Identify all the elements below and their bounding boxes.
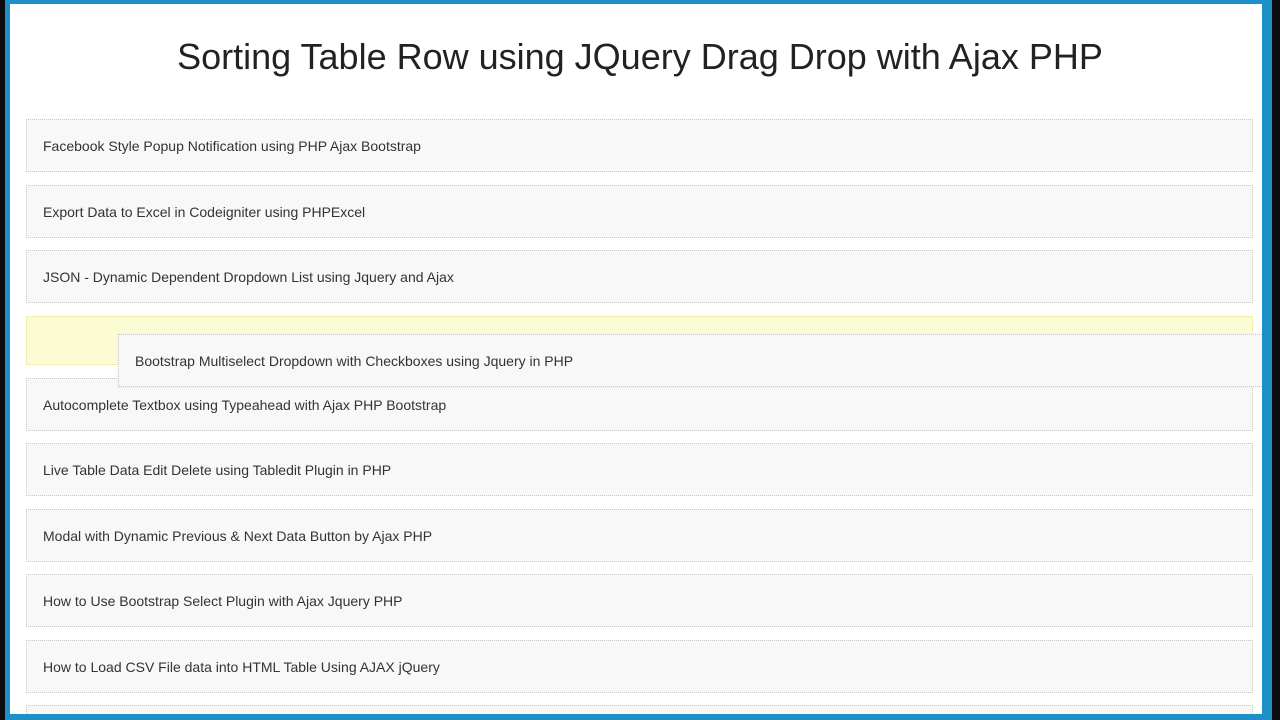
- list-item-label: Live Table Data Edit Delete using Tabled…: [43, 461, 392, 478]
- page-content: Sorting Table Row using JQuery Drag Drop…: [10, 4, 1262, 714]
- page-title: Sorting Table Row using JQuery Drag Drop…: [177, 36, 1103, 77]
- list-item-label: Modal with Dynamic Previous & Next Data …: [43, 527, 433, 544]
- dragging-list-item[interactable]: Bootstrap Multiselect Dropdown with Chec…: [118, 334, 1262, 387]
- list-item[interactable]: JSON - Dynamic Dependent Dropdown List u…: [26, 250, 1253, 303]
- list-item[interactable]: How to Use Bootstrap Select Plugin with …: [26, 574, 1253, 627]
- dragging-item-label: Bootstrap Multiselect Dropdown with Chec…: [135, 352, 574, 369]
- list-item[interactable]: Live Table Data Edit Delete using Tabled…: [26, 443, 1253, 496]
- list-item[interactable]: [26, 705, 1253, 714]
- list-item-label: Facebook Style Popup Notification using …: [43, 137, 421, 154]
- list-item[interactable]: Export Data to Excel in Codeigniter usin…: [26, 185, 1253, 238]
- list-item[interactable]: Facebook Style Popup Notification using …: [26, 119, 1253, 172]
- list-item-label: JSON - Dynamic Dependent Dropdown List u…: [43, 268, 454, 285]
- list-item-label: Autocomplete Textbox using Typeahead wit…: [43, 396, 447, 413]
- list-item-label: How to Load CSV File data into HTML Tabl…: [43, 658, 440, 675]
- list-item-label: Export Data to Excel in Codeigniter usin…: [43, 203, 366, 220]
- list-item[interactable]: Modal with Dynamic Previous & Next Data …: [26, 509, 1253, 562]
- list-item[interactable]: How to Load CSV File data into HTML Tabl…: [26, 640, 1253, 693]
- list-item-label: How to Use Bootstrap Select Plugin with …: [43, 592, 403, 609]
